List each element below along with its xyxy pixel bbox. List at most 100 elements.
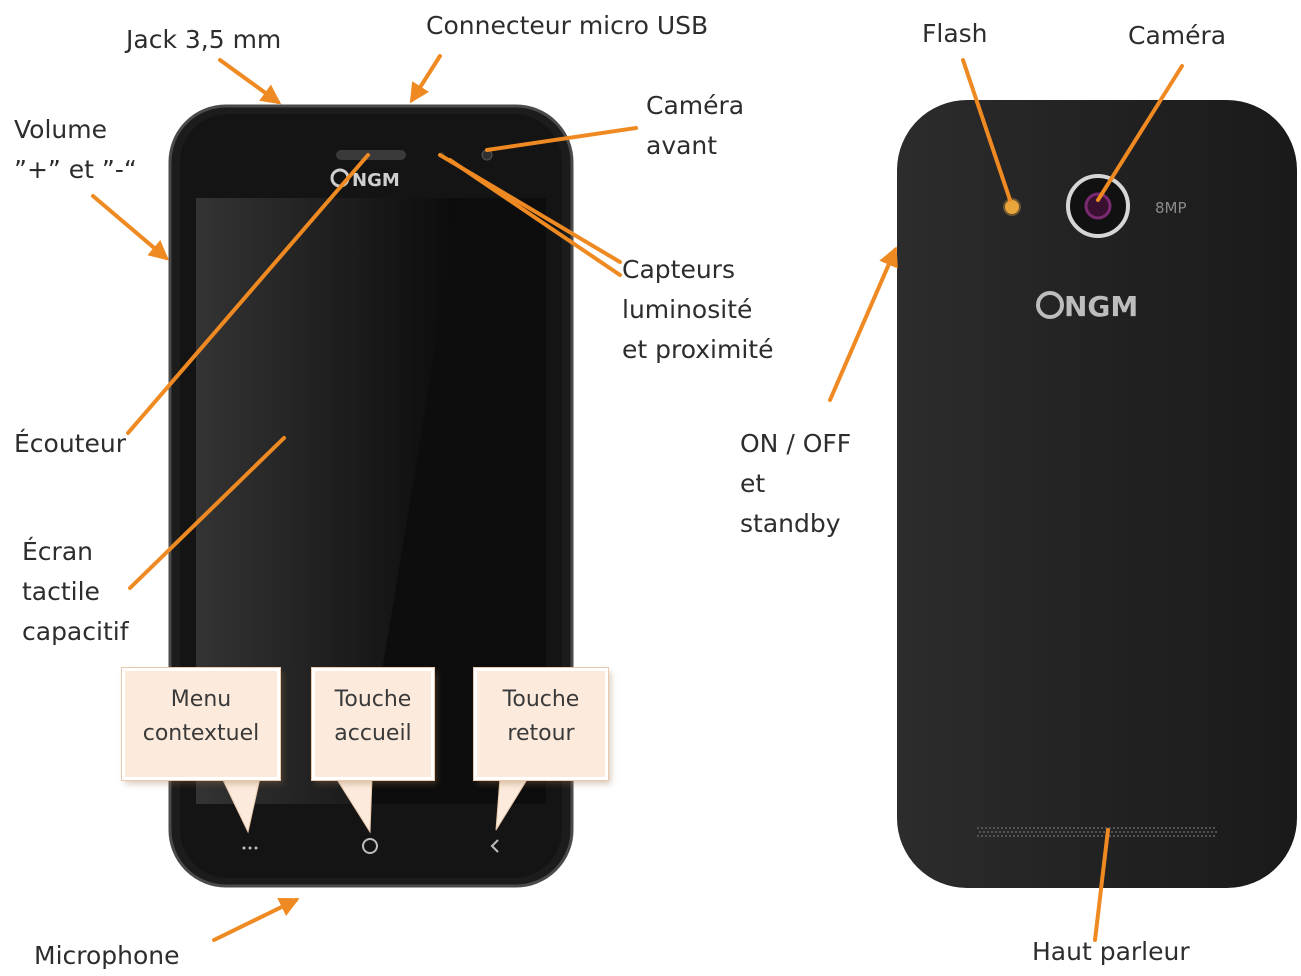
grille-dot (1104, 826, 1108, 830)
grille-dot (1126, 830, 1130, 834)
grille-dot (1182, 830, 1186, 834)
grille-dot (1148, 826, 1152, 830)
grille-dot (1096, 826, 1100, 830)
line-camera (1096, 64, 1184, 202)
grille-dot (1068, 826, 1072, 830)
grille-dot (1028, 826, 1032, 830)
grille-dot (1208, 826, 1212, 830)
grille-dot (1112, 834, 1116, 838)
arrow-microphone (212, 898, 300, 942)
label-front-camera: Caméra avant (646, 86, 744, 166)
grille-dot (1098, 830, 1102, 834)
grille-dot (1018, 830, 1022, 834)
grille-dot (1012, 834, 1016, 838)
line-earpiece (126, 153, 370, 435)
callout-back-line2: retour (507, 721, 575, 746)
grille-dot (980, 834, 984, 838)
grille-dot (1076, 826, 1080, 830)
grille-dot (1214, 830, 1218, 834)
grille-dot (1180, 826, 1184, 830)
grille-dot (1050, 830, 1054, 834)
label-screen-line2: tactile (22, 577, 100, 606)
grille-dot (1096, 834, 1100, 838)
home-key-icon (362, 838, 378, 854)
grille-dot (1140, 834, 1144, 838)
grille-dot (1206, 830, 1210, 834)
grille-dot (1032, 834, 1036, 838)
grille-dot (1036, 834, 1040, 838)
grille-dot (1078, 830, 1082, 834)
line-screen (128, 436, 286, 590)
grille-dot (1132, 826, 1136, 830)
grille-dot (1006, 830, 1010, 834)
rear-camera-lens (1084, 192, 1112, 220)
grille-dot (1212, 834, 1216, 838)
label-power-line1: ON / OFF (740, 429, 852, 458)
grille-dot (1122, 830, 1126, 834)
grille-dot (1102, 830, 1106, 834)
grille-dot (1146, 830, 1150, 834)
grille-dot (1014, 830, 1018, 834)
grille-dot (1076, 834, 1080, 838)
grille-dot (1034, 830, 1038, 834)
label-speaker: Haut parleur (1032, 937, 1190, 966)
grille-dot (1088, 826, 1092, 830)
grille-dot (1056, 826, 1060, 830)
grille-dot (1148, 834, 1152, 838)
callout-home-line1: Touche (334, 687, 412, 712)
grille-dot (1108, 834, 1112, 838)
grille-dot (1200, 834, 1204, 838)
grille-dot (986, 830, 990, 834)
grille-dot (1194, 830, 1198, 834)
grille-dot (1190, 830, 1194, 834)
label-front-camera-line2: avant (646, 131, 718, 160)
arrow-volume (91, 194, 170, 261)
grille-dot (1140, 826, 1144, 830)
label-jack: Jack 3,5 mm (126, 25, 282, 54)
line-sensor-b (448, 158, 622, 277)
grille-dot (1022, 830, 1026, 834)
menu-key-icon (242, 846, 258, 850)
grille-dot (1138, 830, 1142, 834)
label-sensors-line2: luminosité (622, 295, 753, 324)
callout-home: Touche accueil (312, 668, 434, 780)
grille-dot (1184, 826, 1188, 830)
svg-text:NGM: NGM (352, 170, 400, 191)
grille-dot (1020, 826, 1024, 830)
grille-dot (1204, 826, 1208, 830)
grille-dot (1180, 834, 1184, 838)
grille-dot (1024, 834, 1028, 838)
grille-dot (1116, 826, 1120, 830)
grille-dot (984, 834, 988, 838)
grille-dot (1120, 826, 1124, 830)
grille-dot (1208, 834, 1212, 838)
grille-dot (1068, 834, 1072, 838)
grille-dot (1052, 834, 1056, 838)
grille-dot (1030, 830, 1034, 834)
grille-dot (1152, 834, 1156, 838)
line-flash (961, 58, 1012, 202)
grille-dot (1040, 834, 1044, 838)
label-power-line2: et (740, 469, 766, 498)
grille-dot (1160, 826, 1164, 830)
grille-dot (1172, 826, 1176, 830)
back-brand-logo: NGM (1036, 290, 1138, 323)
grille-dot (992, 834, 996, 838)
grille-dot (1040, 826, 1044, 830)
back-phone-body (897, 100, 1297, 888)
grille-dot (1082, 830, 1086, 834)
grille-dot (1086, 830, 1090, 834)
grille-dot (1060, 834, 1064, 838)
grille-dot (1038, 830, 1042, 834)
grille-dot (1162, 830, 1166, 834)
arrow-jack (218, 58, 282, 105)
speaker-grille-dots (976, 826, 1218, 838)
grille-dot (1100, 826, 1104, 830)
grille-dot (1142, 830, 1146, 834)
grille-dot (1046, 830, 1050, 834)
grille-dot (1056, 834, 1060, 838)
grille-dot (1016, 834, 1020, 838)
label-sensors: Capteurs luminosité et proximité (622, 250, 773, 370)
grille-dot (1032, 826, 1036, 830)
